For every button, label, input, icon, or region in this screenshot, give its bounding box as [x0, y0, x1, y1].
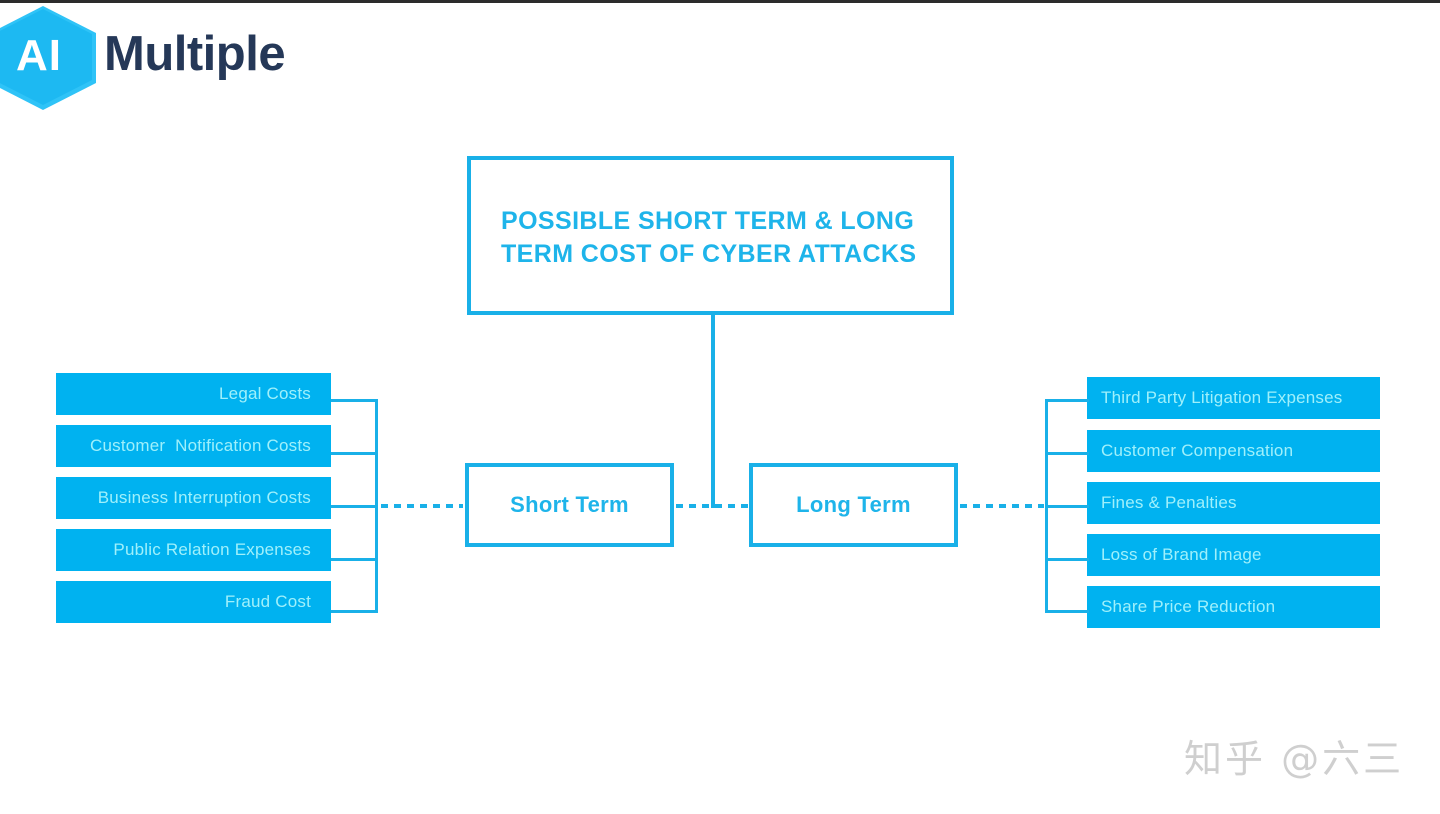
bracket-arm-right: [1045, 452, 1089, 455]
bracket-arm-right: [1045, 558, 1089, 561]
list-item: Customer Notification Costs: [56, 425, 331, 467]
list-item: Customer Compensation: [1087, 430, 1380, 472]
bracket-arm-left: [331, 610, 378, 613]
list-item: Business Interruption Costs: [56, 477, 331, 519]
list-item: Third Party Litigation Expenses: [1087, 377, 1380, 419]
brand-logo: AI Multiple: [0, 6, 290, 110]
watermark: 知乎 @六三: [1184, 737, 1405, 781]
title-box: POSSIBLE SHORT TERM & LONG TERM COST OF …: [467, 156, 954, 315]
list-item: Legal Costs: [56, 373, 331, 415]
branch-box-long-term: Long Term: [749, 463, 958, 547]
logo-wordmark: Multiple: [104, 27, 286, 81]
page-title: POSSIBLE SHORT TERM & LONG TERM COST OF …: [501, 207, 917, 268]
bracket-arm-right: [1045, 610, 1089, 613]
dotted-connector-center: [676, 504, 748, 508]
hexagon-icon: AI: [0, 6, 96, 110]
logo-mark-text: AI: [16, 31, 62, 80]
dotted-connector-left: [381, 504, 463, 508]
list-item: Loss of Brand Image: [1087, 534, 1380, 576]
bracket-arm-left: [331, 505, 378, 508]
bracket-arm-left: [331, 399, 378, 402]
bracket-arm-right: [1045, 399, 1089, 402]
top-rule: [0, 0, 1440, 3]
bracket-arm-left: [331, 558, 378, 561]
list-item: Share Price Reduction: [1087, 586, 1380, 628]
dotted-connector-right: [960, 504, 1044, 508]
list-item: Fraud Cost: [56, 581, 331, 623]
title-connector-line: [711, 315, 715, 508]
bracket-arm-left: [331, 452, 378, 455]
list-item: Fines & Penalties: [1087, 482, 1380, 524]
bracket-arm-right: [1045, 505, 1089, 508]
list-item: Public Relation Expenses: [56, 529, 331, 571]
branch-box-short-term: Short Term: [465, 463, 674, 547]
